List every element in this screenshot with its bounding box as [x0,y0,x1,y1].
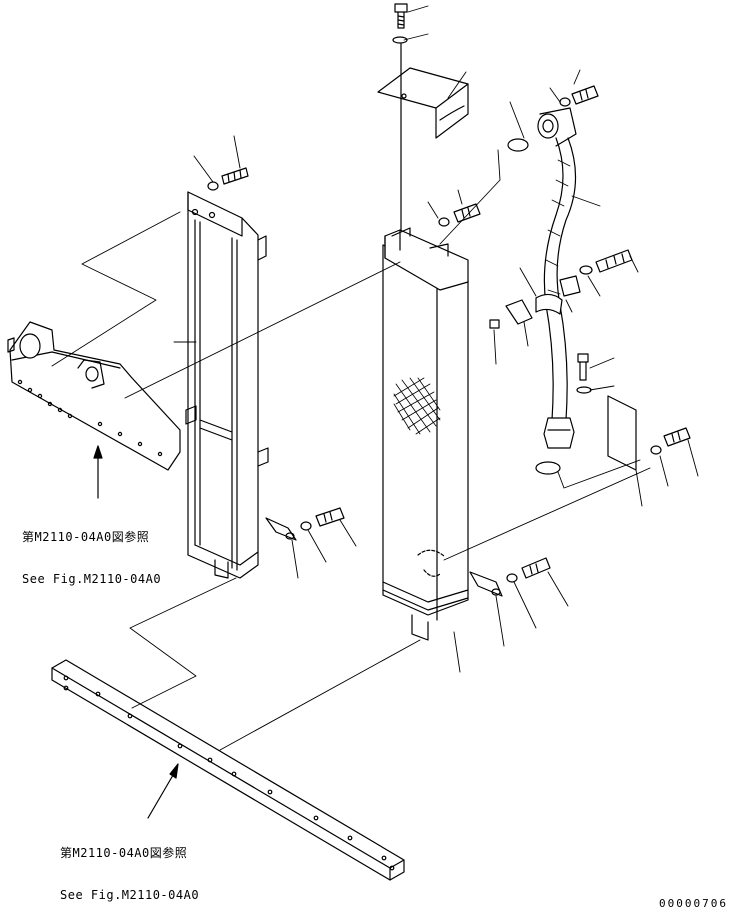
clamp-bolt [596,250,632,272]
cap-top [508,139,528,151]
reference-note-upper: 第M2110-04A0図参照 See Fig.M2110-04A0 [22,502,161,600]
clamp-nut [490,320,499,328]
assembly-lines [52,150,650,750]
drawing-number: 00000706 [659,897,728,910]
oil-cooler [383,228,468,640]
frame-bolt [222,168,248,184]
mount-washer-left [301,522,311,530]
mount-washer-right [507,574,517,582]
fitting-bolt [572,86,598,104]
reference-arrow-upper [94,446,102,498]
hose-bottom-fitting [544,418,574,448]
reference-upper-en: See Fig.M2110-04A0 [22,572,162,586]
mount-bolt-left [316,508,344,526]
left-hinge-bracket [8,322,180,470]
mount-plate-left [266,518,296,540]
hose-top-fitting [538,108,576,146]
reference-arrow-lower [148,764,178,818]
hose [544,138,575,420]
top-washer [393,37,407,43]
reference-lower-en: See Fig.M2110-04A0 [60,888,200,902]
left-frame [186,192,268,578]
lower-bolt-vertical [578,354,588,380]
mount-bolt-right [522,558,550,578]
clamp-plate [506,300,532,324]
core-bolt [454,204,480,222]
side-plate [608,396,636,470]
bottom-bar [52,660,404,880]
side-washer [651,446,661,454]
reference-note-lower: 第M2110-04A0図参照 See Fig.M2110-04A0 [60,818,199,916]
reference-lower-jp: 第M2110-04A0図参照 [60,846,188,860]
core-washer [439,218,449,226]
fitting-washer [560,98,570,106]
clamp-washer [580,266,592,274]
frame-washer [208,182,218,190]
mount-plate-right [470,572,502,596]
core-mesh [394,378,440,434]
leader-lines [174,6,698,672]
cap-bottom [536,462,560,474]
hose-clamp [536,294,562,314]
clamp-spacer [560,276,580,296]
lower-washer [577,387,591,393]
top-bracket [378,68,468,138]
reference-upper-jp: 第M2110-04A0図参照 [22,530,150,544]
side-bolt [664,428,690,446]
top-bolt [395,4,407,28]
